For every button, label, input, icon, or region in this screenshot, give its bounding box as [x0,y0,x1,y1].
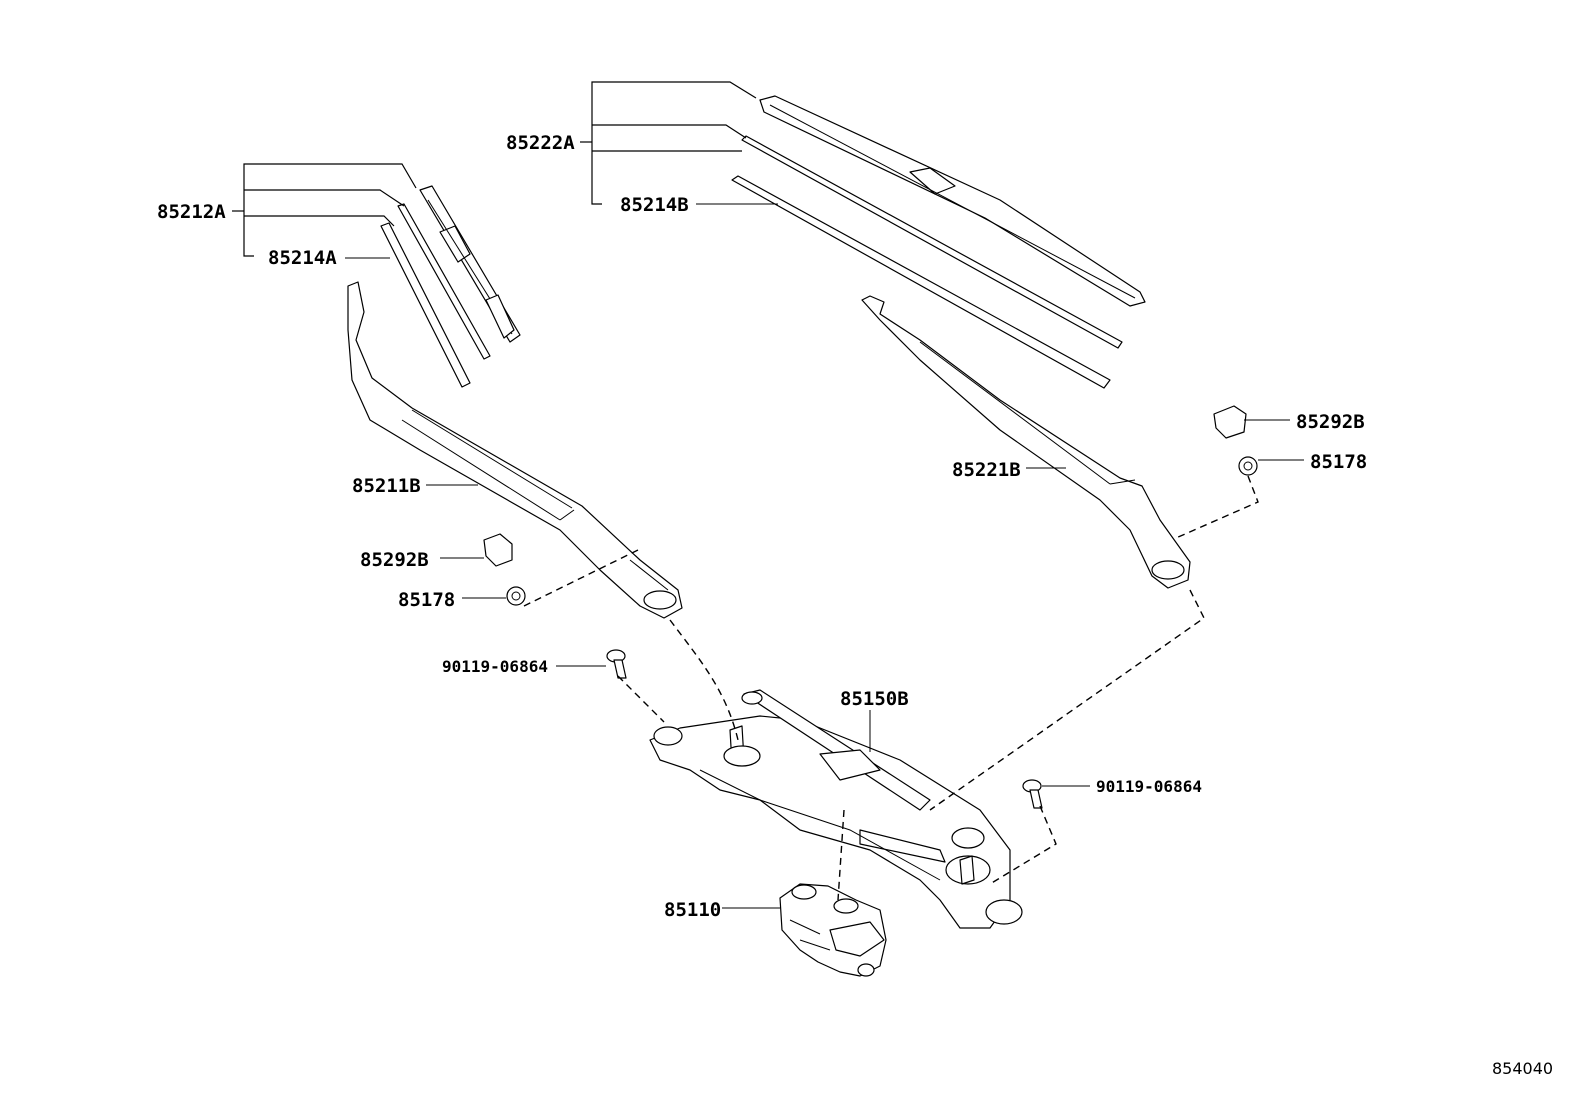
label-85221B: 85221B [952,459,1021,481]
label-85211B: 85211B [352,475,421,497]
left-cap [483,533,513,567]
right-nut [1238,456,1258,476]
diagram-id: 854040 [1492,1059,1553,1078]
left-bolt [606,649,627,679]
label-85214B: 85214B [620,194,689,216]
label-85110: 85110 [664,899,721,921]
label-85222A: 85222A [506,132,575,154]
right-bolt [1022,779,1043,809]
leader-lines [232,81,1304,909]
wiper-linkage [649,689,1023,929]
left-wiper-blade [419,185,521,343]
right-wiper-arm [861,295,1191,589]
label-85292B-right: 85292B [1296,411,1365,433]
left-nut [506,586,526,606]
label-85212A: 85212A [157,201,226,223]
assembly-lines [523,475,1259,901]
label-90119-right: 90119-06864 [1096,777,1202,796]
label-90119-left: 90119-06864 [442,657,548,676]
label-85178-right: 85178 [1310,451,1367,473]
left-wiper-arm [347,281,683,619]
label-85150B: 85150B [840,688,909,710]
label-85292B-left: 85292B [360,549,429,571]
label-85178-left: 85178 [398,589,455,611]
right-wiper-blade [759,95,1146,307]
left-blade-refill [380,203,491,388]
label-85214A: 85214A [268,247,337,269]
right-cap [1213,405,1247,439]
wiper-motor [779,883,887,977]
